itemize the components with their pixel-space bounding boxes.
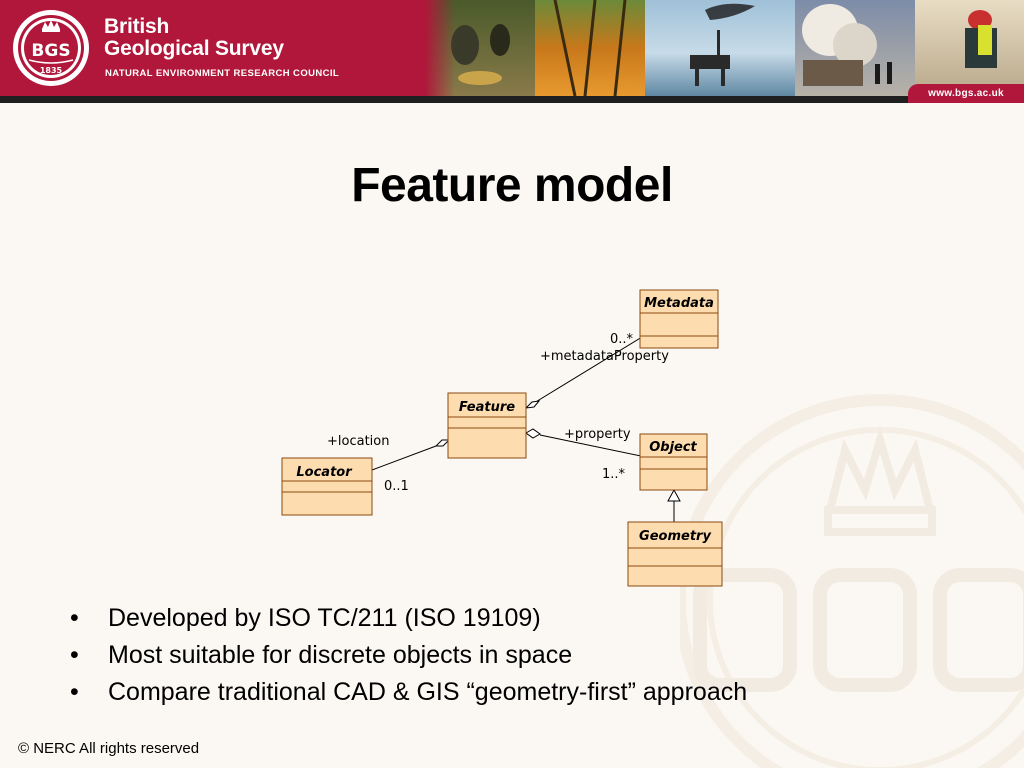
slide-title: Feature model: [351, 159, 673, 212]
metadata-association-line: [533, 336, 643, 404]
brand-subtitle: NATURAL ENVIRONMENT RESEARCH COUNCIL: [105, 68, 340, 79]
feature-class-name: Feature: [459, 400, 515, 415]
bullet-glyph: •: [70, 641, 79, 669]
location-association-line: [371, 445, 437, 471]
bullet-list: • Developed by ISO TC/211 (ISO 19109) • …: [68, 600, 747, 711]
header-banner: BGS 1835 British Geological Survey NATUR…: [0, 0, 1024, 96]
bullet-glyph: •: [70, 678, 79, 706]
brand-name-line2: Geological Survey: [104, 37, 284, 60]
feature-class: Feature: [447, 392, 527, 459]
logo-text: BGS: [31, 41, 70, 61]
metadata-multiplicity: 0..*: [610, 332, 634, 347]
location-aggregation-diamond: [434, 439, 451, 447]
bgs-watermark: [680, 394, 1024, 768]
location-role-label: +location: [327, 434, 389, 449]
bullet-text: Compare traditional CAD & GIS “geometry-…: [108, 678, 748, 706]
locator-multiplicity: 0..1: [384, 479, 409, 494]
geometry-class-name: Geometry: [639, 529, 711, 544]
generalization-arrowhead: [667, 488, 681, 502]
locator-class-name: Locator: [296, 465, 353, 480]
metadata-class: Metadata: [639, 289, 719, 349]
brand-name-line1: British: [104, 15, 170, 38]
copyright-footer: © NERC All rights reserved: [18, 740, 200, 757]
property-role-label: +property: [564, 427, 631, 442]
object-class: Object: [639, 433, 708, 491]
header-photo-montage: [425, 0, 1024, 96]
bullet-item: • Compare traditional CAD & GIS “geometr…: [68, 674, 747, 711]
property-aggregation-diamond: [525, 428, 541, 439]
bullet-glyph: •: [70, 604, 79, 632]
property-association-line: [539, 434, 642, 457]
bullet-item: • Most suitable for discrete objects in …: [68, 637, 747, 674]
geometry-class: Geometry: [627, 521, 723, 587]
header-divider: [0, 96, 1024, 103]
bullet-item: • Developed by ISO TC/211 (ISO 19109): [68, 600, 747, 637]
object-multiplicity: 1..*: [602, 467, 626, 482]
bgs-logo: BGS 1835: [13, 10, 89, 86]
bullet-text: Developed by ISO TC/211 (ISO 19109): [108, 604, 541, 632]
metadata-role-label: +metadataProperty: [540, 349, 669, 364]
locator-class: Locator: [281, 457, 373, 516]
object-class-name: Object: [649, 440, 697, 455]
logo-year: 1835: [40, 66, 63, 75]
metadata-class-name: Metadata: [644, 296, 714, 311]
feature-model-uml-diagram: Metadata Feature Object Locator Geometry…: [281, 289, 723, 587]
bullet-text: Most suitable for discrete objects in sp…: [108, 641, 573, 669]
metadata-aggregation-diamond: [524, 400, 541, 409]
website-url[interactable]: www.bgs.ac.uk: [908, 84, 1024, 103]
